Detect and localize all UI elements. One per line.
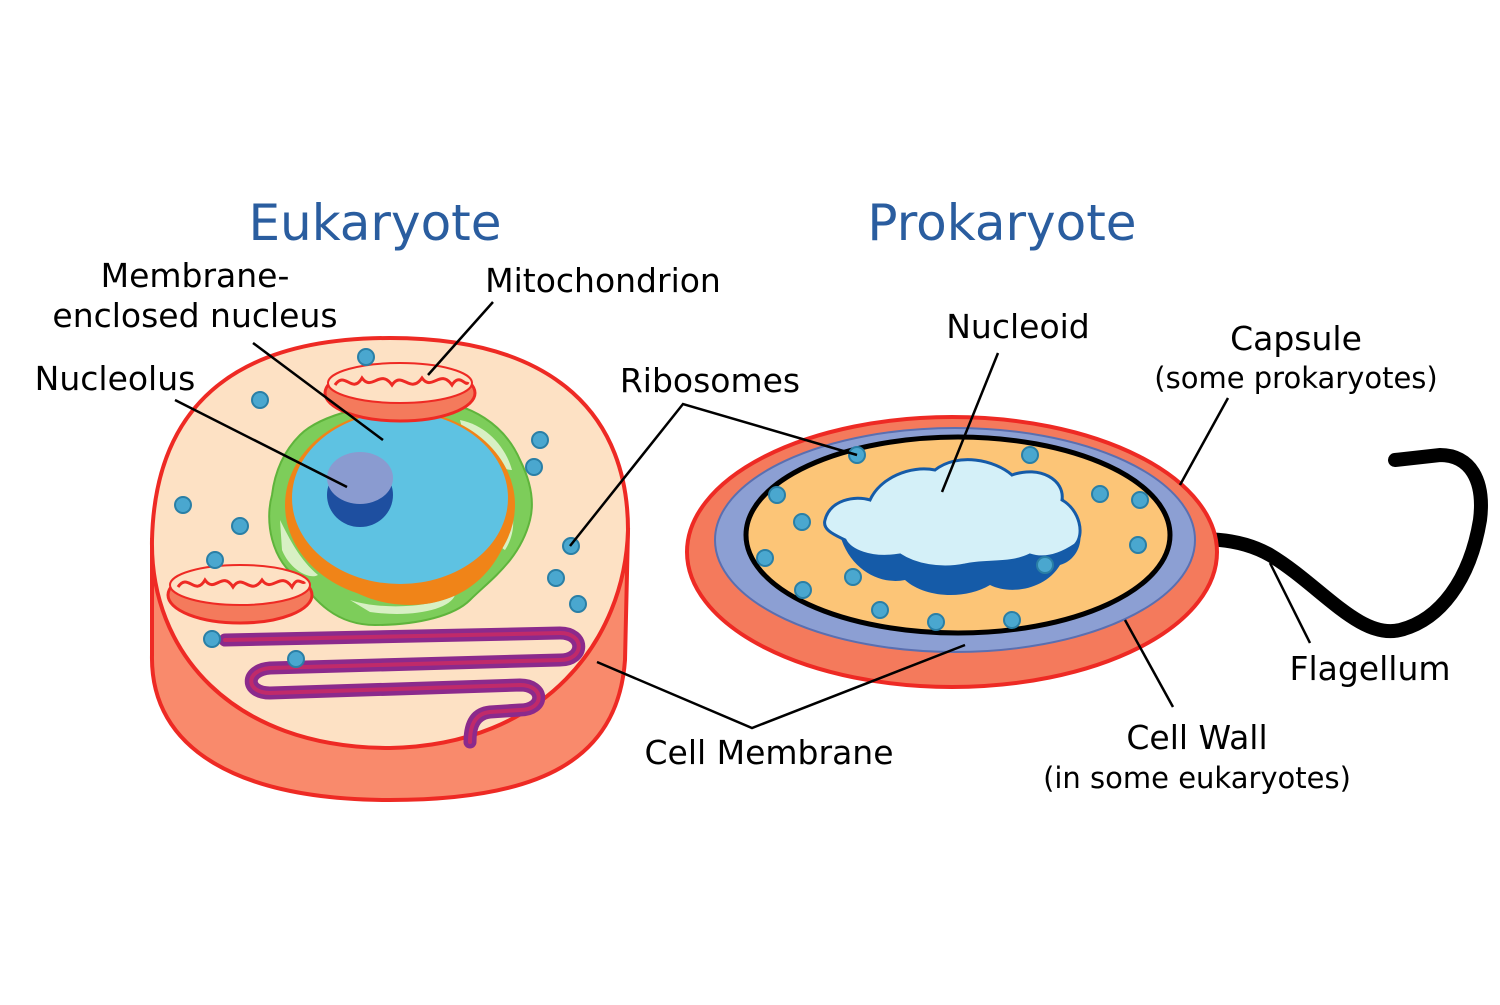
eukaryote-ribosomes — [174, 348, 587, 668]
nucleus — [292, 412, 508, 584]
leader-cell-wall — [1123, 619, 1175, 708]
nucleolus — [327, 452, 393, 527]
leader-cell-membrane — [596, 643, 966, 730]
leader-mitochondrion — [427, 301, 494, 376]
label-mitochondrion: Mitochondrion — [485, 261, 721, 300]
label-membrane-nucleus-line2: enclosed nucleus — [52, 296, 337, 335]
label-ribosomes: Ribosomes — [620, 361, 800, 400]
leader-membrane-nucleus — [252, 341, 384, 442]
leader-nucleolus — [174, 398, 348, 489]
leader-capsule — [1178, 397, 1230, 486]
mitochondrion-left — [166, 564, 314, 625]
label-capsule-note: (some prokaryotes) — [1154, 361, 1437, 395]
label-nucleoid: Nucleoid — [946, 307, 1090, 346]
labels: Eukaryote Prokaryote Membrane- enclosed … — [35, 194, 1451, 795]
prokaryote-ribosomes — [756, 446, 1149, 631]
label-membrane-nucleus-line1: Membrane- — [101, 256, 290, 295]
golgi-inner-line — [223, 631, 581, 744]
leader-nucleoid — [940, 352, 1000, 493]
label-cell-wall-note: (in some eukaryotes) — [1043, 761, 1351, 795]
label-capsule: Capsule — [1230, 319, 1362, 358]
leader-lines — [174, 301, 1312, 730]
flagellum — [1153, 447, 1488, 639]
eukaryote-cell — [149, 335, 631, 803]
label-cell-wall: Cell Wall — [1126, 718, 1267, 757]
label-flagellum: Flagellum — [1289, 649, 1450, 688]
prokaryote-title: Prokaryote — [867, 194, 1136, 252]
mitochondrion-top — [323, 362, 477, 423]
label-nucleolus: Nucleolus — [35, 359, 196, 398]
eukaryote-title: Eukaryote — [248, 194, 501, 252]
leader-flagellum — [1268, 562, 1312, 644]
nucleoid — [823, 458, 1082, 596]
label-cell-membrane: Cell Membrane — [644, 733, 893, 772]
prokaryote-cell — [685, 415, 1488, 689]
leader-ribosomes — [569, 402, 858, 547]
